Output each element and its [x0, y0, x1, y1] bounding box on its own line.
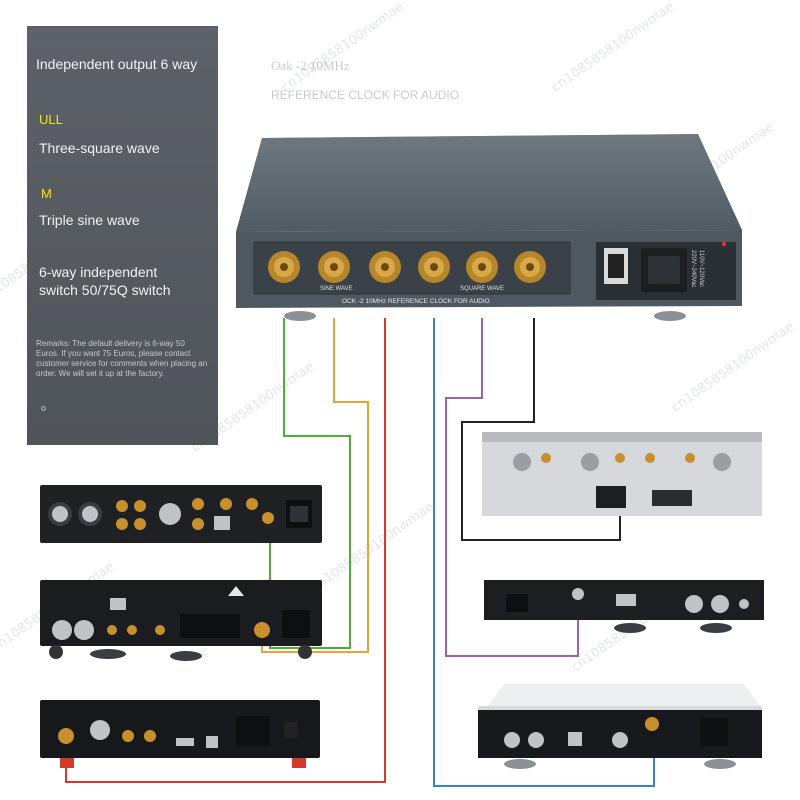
- voltage-label-a: 110V~120Vac: [698, 250, 704, 287]
- feature-sine-wave: Triple sine wave: [39, 212, 140, 228]
- bnc-connector: [514, 251, 546, 283]
- bnc-connector: [318, 251, 350, 283]
- dac-device-1: [40, 485, 322, 543]
- bullet-dot: o: [41, 403, 47, 413]
- bnc-connector: [418, 251, 450, 283]
- cable-purple: [445, 318, 579, 657]
- product-title: Oak -2 10MHz: [271, 58, 350, 73]
- feature-ull-label: ULL: [39, 112, 63, 127]
- dac-device-3: [40, 700, 320, 768]
- product-subtitle: REFERENCE CLOCK FOR AUDIO: [271, 88, 460, 102]
- info-panel: [27, 26, 218, 445]
- remarks-note: Remarks: The default delivery is 6-way 5…: [36, 339, 208, 378]
- dac-device-2: [40, 580, 322, 661]
- transport-device-silver: [482, 432, 762, 516]
- feature-output: Independent output 6 way: [36, 56, 198, 72]
- bnc-connector: [268, 251, 300, 283]
- cable-black: [461, 318, 621, 541]
- clock-panel-label: OCK -2 10MHz REFERENCE CLOCK FOR AUDIO: [342, 298, 490, 305]
- bnc-connector: [466, 251, 498, 283]
- bnc-connector: [369, 251, 401, 283]
- voltage-label-b: 220V~240Vac: [690, 250, 696, 287]
- sine-wave-label: SINE WAVE: [320, 286, 353, 292]
- cable-orange: [261, 318, 369, 653]
- dac-device-white: [478, 684, 762, 769]
- transport-device-black: [484, 580, 764, 633]
- feature-m-label: M: [41, 186, 52, 201]
- square-wave-label: SQUARE WAVE: [460, 286, 504, 292]
- feature-switch-line1: 6-way independent: [39, 264, 158, 280]
- clock-device: SINE WAVE SQUARE WAVE OCK -2 10MHz REFER…: [236, 134, 742, 321]
- feature-square-wave: Three-square wave: [39, 140, 160, 156]
- feature-switch-line2: switch 50/75Q switch: [39, 282, 171, 298]
